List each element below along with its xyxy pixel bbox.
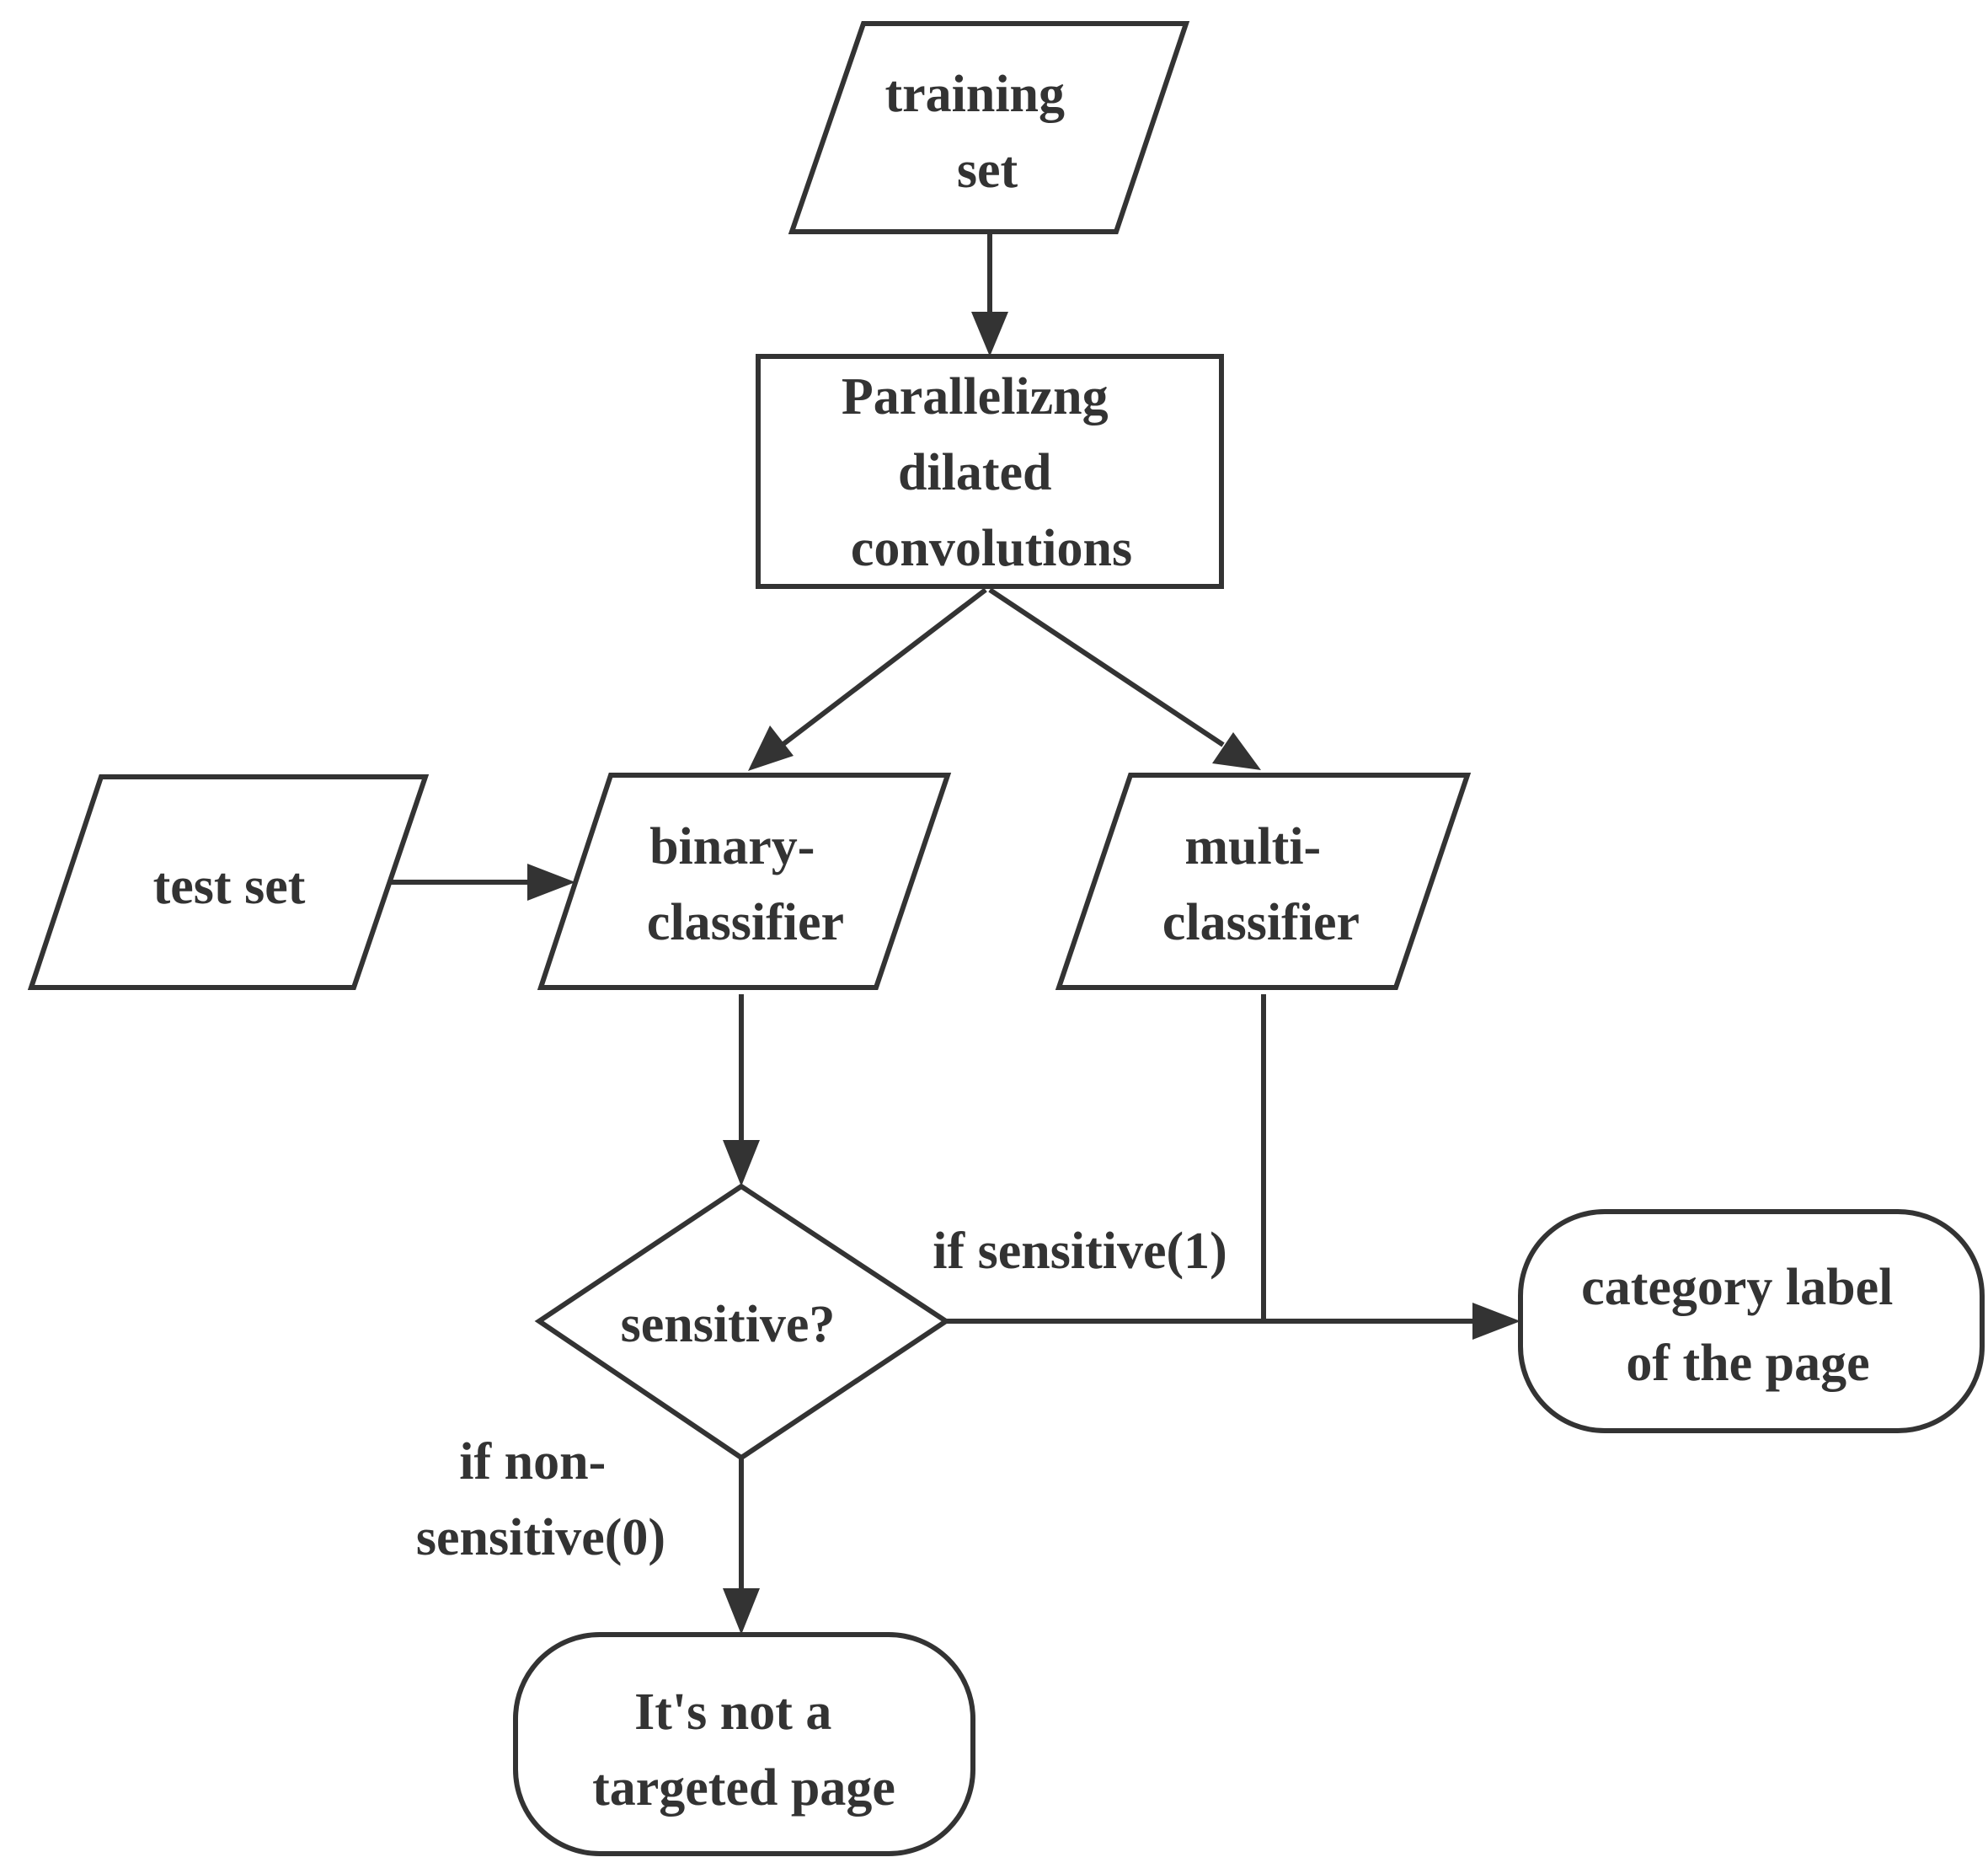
not-targeted-label: It's not a targeted page xyxy=(592,1683,895,1817)
edge-parallel-to-multi xyxy=(988,587,1225,747)
parallelizing-label: Parallelizng dilated convolutions xyxy=(842,368,1132,577)
training-set-node xyxy=(788,21,1190,234)
if-non-sensitive-label: if non- sensitive(0) xyxy=(416,1433,665,1566)
parallelizing-node xyxy=(756,354,1224,589)
category-label-node xyxy=(1518,1209,1985,1433)
edge-parallel-to-binary xyxy=(782,587,987,747)
category-label-text: category label of the page xyxy=(1581,1259,1906,1392)
arrowhead-decision-to-not-targeted xyxy=(723,1588,760,1635)
multi-classifier-node xyxy=(1055,773,1472,990)
test-set-node xyxy=(27,774,430,990)
arrowhead-parallel-to-multi xyxy=(1212,732,1261,770)
arrowhead-parallel-to-binary xyxy=(748,725,794,771)
binary-classifier-node xyxy=(537,773,952,990)
multi-classifier-label: multi- classifier xyxy=(1162,818,1360,951)
if-sensitive-label: if sensitive(1) xyxy=(933,1223,1227,1280)
not-targeted-node xyxy=(513,1632,975,1856)
arrowhead-decision-to-category xyxy=(1472,1303,1520,1340)
test-set-label: test set xyxy=(153,858,306,915)
binary-classifier-label: binary- classifier xyxy=(647,818,844,951)
training-set-label: training set xyxy=(884,66,1077,199)
arrowhead-binary-to-decision xyxy=(723,1140,760,1186)
arrowhead-test-to-binary xyxy=(527,864,575,901)
sensitive-decision-label: sensitive? xyxy=(621,1296,836,1353)
arrowhead-training-to-parallel xyxy=(971,312,1008,356)
